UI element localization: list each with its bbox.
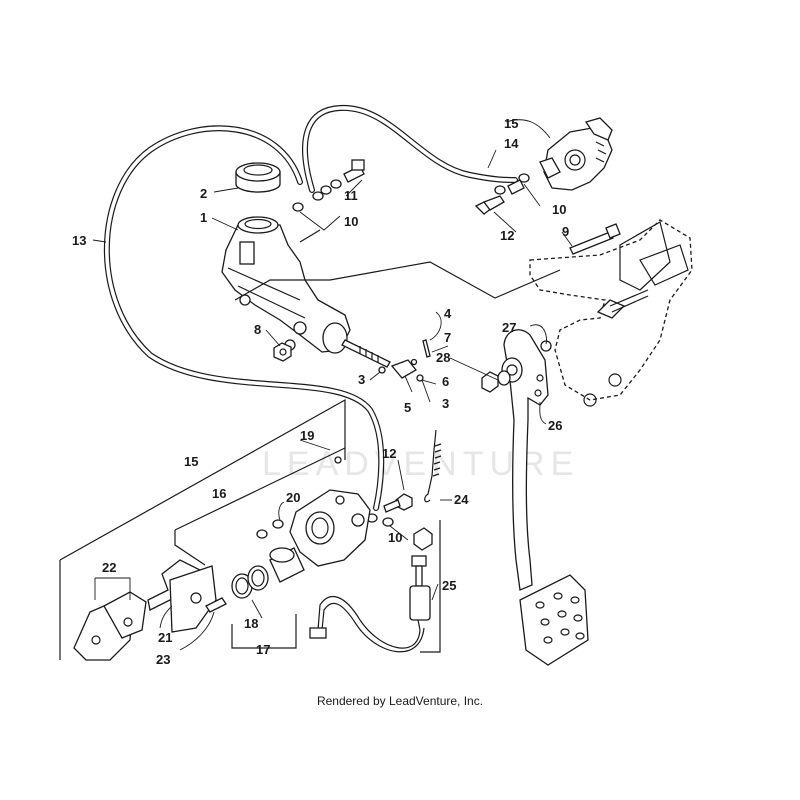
piston-17[interactable] xyxy=(269,547,305,583)
banjo-bolt-11[interactable] xyxy=(343,159,365,183)
washer-10-left[interactable] xyxy=(292,179,342,212)
caliper-upper[interactable] xyxy=(539,117,613,191)
washers-20[interactable] xyxy=(256,519,284,539)
leader-lines xyxy=(92,119,573,651)
bolt-23[interactable] xyxy=(205,597,227,613)
brake-pedal[interactable] xyxy=(501,329,549,591)
callout-27: 27 xyxy=(502,320,516,335)
callout-12-upper: 12 xyxy=(500,228,514,243)
callout-16: 16 xyxy=(212,486,226,501)
brake-pads-22[interactable] xyxy=(73,591,147,661)
callout-21: 21 xyxy=(158,630,172,645)
callout-11: 11 xyxy=(344,188,358,203)
callout-23: 23 xyxy=(156,652,170,667)
bracket-21[interactable] xyxy=(147,559,217,633)
pedal-pad[interactable] xyxy=(519,574,589,666)
callout-9: 9 xyxy=(562,224,569,239)
callout-15-lower: 15 xyxy=(184,454,198,469)
bushing-27[interactable] xyxy=(540,340,552,352)
assembly-brackets xyxy=(59,229,561,660)
callout-1: 1 xyxy=(200,210,207,225)
credit-text: Rendered by LeadVenture, Inc. xyxy=(317,694,483,708)
callout-6: 6 xyxy=(442,374,449,389)
callout-10-left: 10 xyxy=(344,214,358,229)
callout-4: 4 xyxy=(444,306,452,321)
bolt-9[interactable] xyxy=(569,223,621,255)
callout-17: 17 xyxy=(256,642,270,657)
watermark-text: LEADVENTURE xyxy=(262,445,579,483)
callout-28: 28 xyxy=(436,350,450,365)
callout-13: 13 xyxy=(72,233,86,248)
callout-3b: 3 xyxy=(442,396,449,411)
callout-3a: 3 xyxy=(358,372,365,387)
callout-2: 2 xyxy=(200,186,207,201)
callout-14: 14 xyxy=(504,136,519,151)
callout-18: 18 xyxy=(244,616,258,631)
callout-22: 22 xyxy=(102,560,116,575)
hose-13[interactable] xyxy=(103,125,385,511)
callout-12-lower: 12 xyxy=(382,446,396,461)
callout-19: 19 xyxy=(300,428,314,443)
callout-10-right: 10 xyxy=(552,202,566,217)
spring-24[interactable] xyxy=(424,429,442,503)
callout-10-lower: 10 xyxy=(388,530,402,545)
callout-5: 5 xyxy=(404,400,411,415)
washer-10-lower[interactable] xyxy=(366,513,394,527)
bleeder-19[interactable] xyxy=(334,456,342,464)
callout-7: 7 xyxy=(444,330,451,345)
reservoir-cap[interactable] xyxy=(235,162,281,193)
washer-10-right[interactable] xyxy=(494,173,530,195)
nut-8[interactable] xyxy=(273,342,292,362)
callout-labels: 2 1 13 8 3 5 3 6 4 7 28 27 26 15 14 10 9… xyxy=(72,116,569,667)
hose-14[interactable] xyxy=(302,104,518,193)
callout-24: 24 xyxy=(454,492,469,507)
bolt-12-lower[interactable] xyxy=(383,493,413,513)
pivot-bolt[interactable] xyxy=(596,289,649,319)
nut-28[interactable] xyxy=(481,370,511,393)
callout-20: 20 xyxy=(286,490,300,505)
caliper-lower[interactable] xyxy=(289,489,371,567)
bolt-12-upper[interactable] xyxy=(474,195,505,215)
master-cylinder[interactable] xyxy=(221,216,351,354)
switch-wire[interactable] xyxy=(309,595,425,653)
callout-26: 26 xyxy=(548,418,562,433)
callout-15-upper: 15 xyxy=(504,116,518,131)
pushrod[interactable] xyxy=(341,339,391,368)
seal-18[interactable] xyxy=(231,565,269,599)
callout-25: 25 xyxy=(442,578,456,593)
clevis-assembly[interactable] xyxy=(378,339,431,382)
callout-8: 8 xyxy=(254,322,261,337)
brake-switch-25[interactable] xyxy=(409,527,433,631)
